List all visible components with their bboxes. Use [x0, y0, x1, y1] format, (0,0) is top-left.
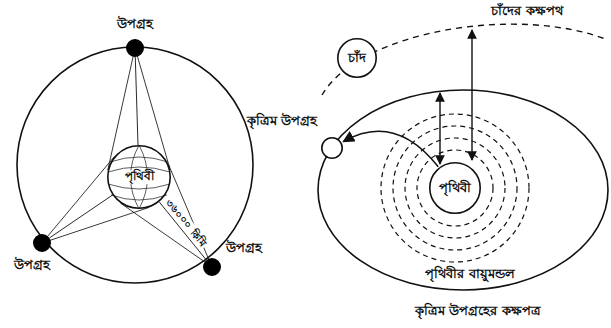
node-outline: [203, 258, 221, 276]
coverage-line: [49, 195, 112, 238]
node-outline: [126, 39, 144, 57]
satellite-dot: উপগ্রহ: [203, 258, 221, 276]
earth-circle: পৃথিবী: [429, 162, 481, 214]
globe-grid: [108, 145, 170, 209]
node-circle: [204, 259, 220, 275]
node-text: কৃত্রিম উপগ্রহ: [245, 114, 320, 129]
node-text: উপগ্রহ: [12, 258, 52, 273]
coverage-line: [135, 57, 138, 145]
distance-label: ৩৬০০০ কিমি: [162, 195, 210, 250]
node-circle: [127, 40, 143, 56]
node-text: উপগ্রহ: [115, 17, 155, 32]
node-text: চাঁদ: [346, 51, 368, 66]
satellite-dot: উপগ্রহ: [126, 39, 144, 57]
artificial-satellite: কৃত্রিম উপগ্রহ: [321, 137, 343, 159]
moon-orbit: [322, 24, 608, 95]
moon-circle: চাঁদ: [337, 38, 377, 78]
node-circle: [108, 146, 170, 208]
coverage-lines: [42, 48, 212, 267]
node-outline: [321, 137, 343, 159]
caption: কৃত্রিম উপগ্রহের কক্ষপত্র: [413, 304, 543, 319]
node-text: পৃথিবী: [123, 170, 156, 184]
launch-arrow: [343, 131, 438, 167]
node-circle: [338, 39, 376, 77]
orbit-circle: [17, 47, 253, 283]
distance-arrow: [471, 30, 472, 160]
distance-arrow: [439, 93, 440, 164]
satellite-dot: উপগ্রহ: [33, 234, 51, 252]
atmosphere-label: পৃথিবীর বায়ুমন্ডল: [423, 267, 517, 282]
satellite-orbit: [318, 90, 608, 290]
node-text: পৃথিবী: [437, 181, 473, 196]
node-circle: [430, 163, 480, 213]
node-circle: [322, 138, 342, 158]
earth-circle: পৃথিবী: [107, 145, 171, 209]
node-outline: [33, 234, 51, 252]
orbit-label: চাঁদের কক্ষপথ: [489, 4, 565, 19]
node-text: উপগ্রহ: [224, 241, 264, 256]
node-circle: [34, 235, 50, 251]
